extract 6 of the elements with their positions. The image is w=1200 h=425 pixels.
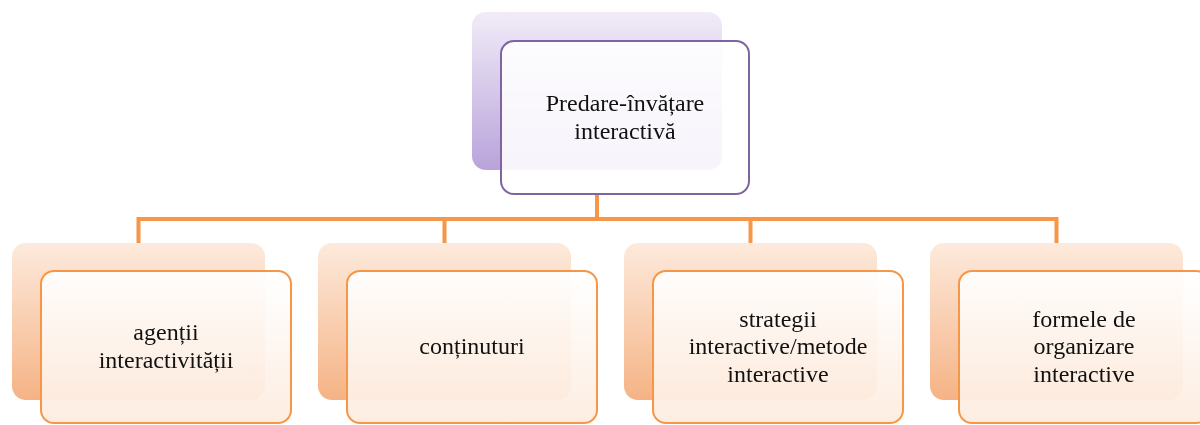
node-label: strategii interactive/metode interactive xyxy=(687,305,869,389)
node-label: formele de organizare interactive xyxy=(1031,305,1137,389)
node-label: agenții interactivității xyxy=(97,319,235,375)
connector-line xyxy=(595,195,1059,243)
node-label: conținuturi xyxy=(419,333,525,361)
node-label: Predare-învățare interactivă xyxy=(544,89,706,146)
